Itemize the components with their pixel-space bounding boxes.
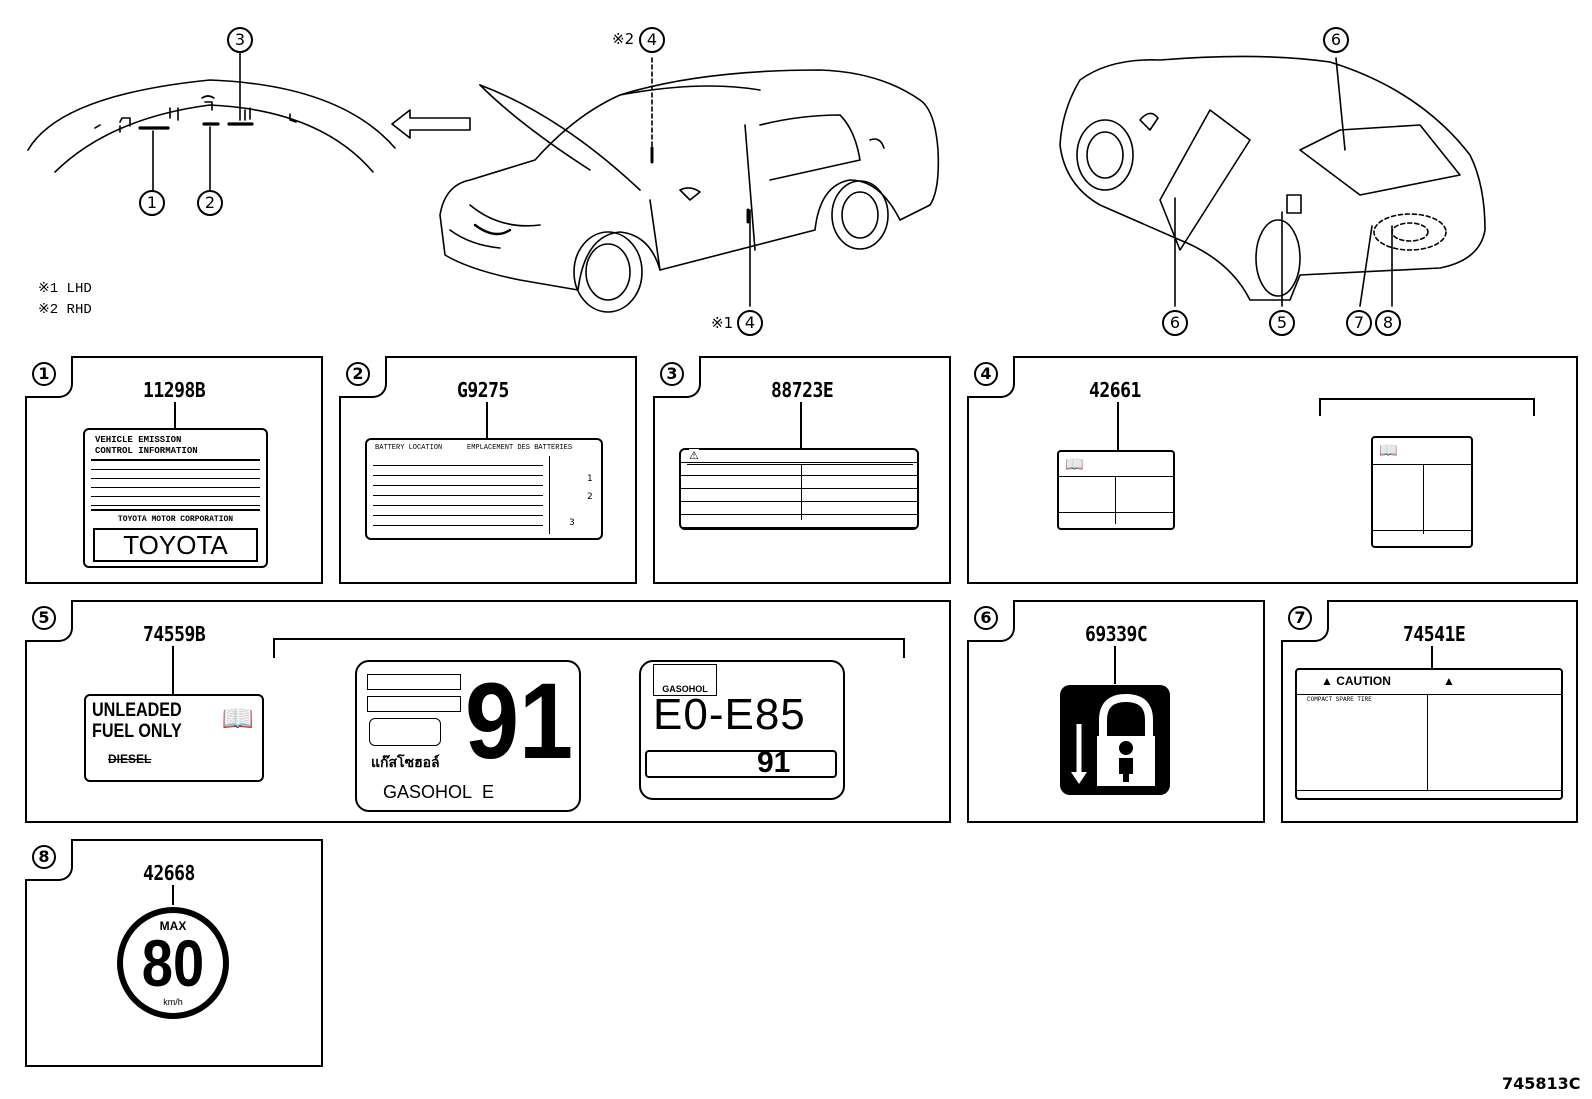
maker-text: TOYOTA MOTOR CORPORATION xyxy=(117,515,234,524)
speed-limit-sign: MAX 80 km/h xyxy=(117,907,229,1019)
callout-6-top: 6 xyxy=(1323,27,1349,53)
panel-8-tab: 8 xyxy=(25,839,73,881)
tire-label-a: 📖 xyxy=(1057,450,1175,530)
part-number: 69339C xyxy=(1085,622,1148,646)
diagram-id: 745813C xyxy=(1502,1074,1581,1093)
panel-5: 5 74559B UNLEADED FUEL ONLY 📖 DIESEL 91 … xyxy=(25,600,951,823)
callout-8: 8 xyxy=(1375,310,1401,336)
callout-3: 3 xyxy=(227,27,253,53)
part-number: 74559B xyxy=(143,622,206,646)
panel-7: 7 74541E ▲ CAUTION ▲ COMPACT SPARE TIRE xyxy=(1281,600,1578,823)
callout-4-bottom: 4 xyxy=(737,310,763,336)
brand-text: TOYOTA xyxy=(93,528,258,562)
panel-5-tab: 5 xyxy=(25,600,73,642)
panel-7-tab: 7 xyxy=(1281,600,1329,642)
panel-8: 8 42668 MAX 80 km/h xyxy=(25,839,323,1067)
part-number: 88723E xyxy=(771,378,834,402)
battery-label: BATTERY LOCATION EMPLACEMENT DES BATTERI… xyxy=(365,438,603,540)
legend-rhd: ※2 RHD xyxy=(38,302,92,318)
callout-6-bottom: 6 xyxy=(1162,310,1188,336)
battery-header-left: BATTERY LOCATION xyxy=(375,444,443,452)
max-text: MAX xyxy=(159,919,187,933)
panel-1-tab: 1 xyxy=(25,356,73,398)
part-number: 42668 xyxy=(143,861,195,885)
manual-icon: 📖 xyxy=(221,704,254,734)
speed-unit: km/h xyxy=(163,997,183,1007)
variant-bracket xyxy=(1319,398,1535,416)
panel-2: 2 G9275 BATTERY LOCATION EMPLACEMENT DES… xyxy=(339,356,637,584)
gasohol-line: GASOHOL E xyxy=(383,782,495,802)
panel-3-tab: 3 xyxy=(653,356,701,398)
callout-7: 7 xyxy=(1346,310,1372,336)
legend-lhd: ※1 LHD xyxy=(38,281,92,297)
panel-6-tab: 6 xyxy=(967,600,1015,642)
pointer-arrow xyxy=(391,109,471,139)
octane-91-label: 91 แก๊สโซฮอล์ GASOHOL E xyxy=(355,660,581,812)
panel-2-tab: 2 xyxy=(339,356,387,398)
panel-4: 4 42661 📖 📖 xyxy=(967,356,1578,584)
callout-1: 1 xyxy=(139,190,165,216)
speed-value: 80 xyxy=(141,926,205,1000)
fuel-line-1: UNLEADED xyxy=(92,700,182,721)
emission-line-2: CONTROL INFORMATION xyxy=(95,446,198,456)
callout-2: 2 xyxy=(197,190,223,216)
part-number: 42661 xyxy=(1089,378,1141,402)
panel-4-tab: 4 xyxy=(967,356,1015,398)
panel-3: 3 88723E ⚠ xyxy=(653,356,951,584)
unleaded-label: UNLEADED FUEL ONLY 📖 DIESEL xyxy=(84,694,264,782)
callout-5: 5 xyxy=(1269,310,1295,336)
octane-small: 91 xyxy=(757,746,791,779)
warning-label: ⚠ xyxy=(679,448,919,530)
tire-label-b: 📖 xyxy=(1371,436,1473,548)
spare-tire-text: COMPACT SPARE TIRE xyxy=(1307,696,1372,703)
callout-4-rhd-note: ※2 xyxy=(612,30,635,48)
emission-label: VEHICLE EMISSION CONTROL INFORMATION TOY… xyxy=(83,428,268,568)
panel-1: 1 11298B VEHICLE EMISSION CONTROL INFORM… xyxy=(25,356,323,584)
vehicle-location-illustration xyxy=(27,51,1486,313)
caution-text: ▲ CAUTION xyxy=(1321,674,1391,688)
diesel-text: DIESEL xyxy=(108,752,152,766)
gasohol-small: GASOHOL xyxy=(653,664,717,696)
variant-bracket xyxy=(273,638,905,658)
ethanol-range: E0-E85 xyxy=(653,690,806,739)
spare-tire-caution-label: ▲ CAUTION ▲ COMPACT SPARE TIRE xyxy=(1295,668,1563,800)
fuel-line-2: FUEL ONLY xyxy=(92,721,182,742)
callout-4-lhd-note: ※1 xyxy=(711,314,734,332)
rear-car-drawing xyxy=(1059,55,1486,307)
front-car-drawing xyxy=(439,57,940,313)
part-number: G9275 xyxy=(457,378,509,402)
windshield-detail xyxy=(27,51,396,191)
emission-line-1: VEHICLE EMISSION xyxy=(95,435,182,445)
panel-6: 6 69339C xyxy=(967,600,1265,823)
battery-header-right: EMPLACEMENT DES BATTERIES xyxy=(467,444,573,452)
part-number: 74541E xyxy=(1403,622,1466,646)
callout-4-top: 4 xyxy=(639,27,665,53)
part-number: 11298B xyxy=(143,378,206,402)
e85-label: GASOHOL E0-E85 91 xyxy=(639,660,845,800)
octane-number: 91 xyxy=(465,660,574,781)
thai-text: แก๊สโซฮอล์ xyxy=(371,755,440,771)
child-lock-icon xyxy=(1060,685,1170,795)
